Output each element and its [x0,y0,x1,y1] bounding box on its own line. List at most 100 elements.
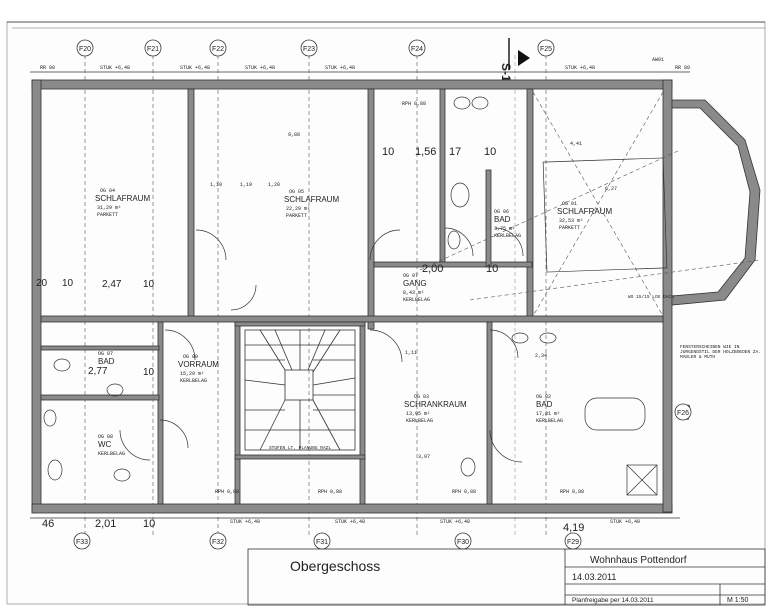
svg-text:10: 10 [143,367,155,378]
svg-text:2,01: 2,01 [95,518,116,530]
stair-note: STUFEN LT. PLANUNG RAZL [269,445,331,451]
room-label: OG 05 SCHLAFRAUM 22,29 m² PARKETT [284,189,339,219]
svg-text:1,20: 1,20 [268,182,280,188]
svg-text:OG 09: OG 09 [183,354,198,360]
svg-text:PARKETT: PARKETT [286,213,307,219]
svg-text:RPH 0,88: RPH 0,88 [215,489,239,495]
axis-marker: F26 [674,403,692,421]
svg-text:4,19: 4,19 [563,522,584,534]
svg-text:F24: F24 [411,46,423,53]
axis-marker: F30 [454,532,472,550]
svg-text:10: 10 [486,263,498,275]
scale: M 1:50 [727,597,749,604]
svg-text:RPH 0,88: RPH 0,88 [560,489,584,495]
svg-text:STUK +6,48: STUK +6,48 [230,519,260,525]
shower-icon [626,464,658,496]
plan-date: 14.03.2011 [572,572,616,582]
svg-text:46: 46 [42,518,54,530]
top-dimension-chain: RR 80 STUK +6,48 STUK +6,48 STUK +6,48 S… [30,57,690,73]
door-swings [119,227,524,463]
svg-text:F32: F32 [212,539,224,546]
notes: WS 15/15 LOG DACH FENSTERSCHEIBEN WIE IN… [215,101,762,495]
svg-text:STUK +6,48: STUK +6,48 [180,65,210,71]
svg-text:AW01: AW01 [652,57,664,63]
svg-text:F23: F23 [303,46,315,53]
axis-marker: F33 [73,532,91,550]
svg-text:3,97: 3,97 [418,454,430,460]
svg-text:BAD: BAD [536,400,553,409]
axis-marker: F24 [408,39,426,57]
svg-text:F25: F25 [540,46,552,53]
svg-text:GANG: GANG [403,279,427,288]
svg-text:KERLBELAG: KERLBELAG [536,418,563,424]
svg-text:10: 10 [382,146,394,158]
interior-walls [40,88,664,505]
toilet-icon [43,409,57,427]
bottom-dimension-chain: STUK +6,48 STUK +6,48 STUK +6,48 STUK +6… [30,517,680,525]
staircase: STUFEN LT. PLANUNG RAZL [244,329,356,451]
svg-text:VORRAUM: VORRAUM [178,360,219,369]
exterior-walls [31,79,761,514]
svg-text:WS 15/15 LOG DACH: WS 15/15 LOG DACH [628,294,674,300]
dimension-labels: 9,88 10 1,56 17 10 4,41 6,27 20 10 2,47 … [36,132,692,534]
svg-text:SCHLAFRAUM: SCHLAFRAUM [95,194,150,203]
room-label: OG 09 VORRAUM 15,29 m² KERLBELAG [178,354,219,384]
room-label: OG 08 WC KERLBELAG [98,434,125,457]
axis-marker: F25 [537,39,555,57]
washbasin-icon [539,332,557,344]
svg-text:RPH 0,88: RPH 0,88 [452,489,476,495]
section-arrow-icon [518,50,530,66]
svg-text:KERLBELAG: KERLBELAG [98,451,125,457]
svg-text:10: 10 [143,279,155,290]
svg-text:STUK +6,48: STUK +6,48 [245,65,275,71]
room-label: OG 06 BAD 3,75 m² KERLBELAG [494,209,521,239]
washbasin-icon [453,96,471,110]
svg-text:8,43 m²: 8,43 m² [403,290,424,296]
svg-text:1,10: 1,10 [210,182,222,188]
svg-text:S-1: S-1 [499,63,513,82]
room-label: OG 04 SCHLAFRAUM 31,29 m² PARKETT [95,188,150,218]
svg-text:OG 03: OG 03 [414,394,429,400]
svg-text:F22: F22 [212,46,224,53]
svg-text:10: 10 [143,518,155,530]
svg-text:BAD: BAD [98,357,115,366]
svg-text:STUK +6,48: STUK +6,48 [335,519,365,525]
project-name: Wohnhaus Pottendorf [590,555,687,566]
svg-text:F33: F33 [76,539,88,546]
svg-text:STUK +6,48: STUK +6,48 [325,65,355,71]
svg-text:1,11: 1,11 [405,350,417,356]
svg-text:F30: F30 [457,539,469,546]
window-note: FENSTERSCHEIBEN WIE IN JURGENDSTIL DER H… [680,345,762,360]
bathtub-icon [584,397,646,431]
title-block: Obergeschoss Wohnhaus Pottendorf 14.03.2… [247,548,766,606]
svg-text:2,34: 2,34 [535,353,547,359]
svg-text:SCHLAFRAUM: SCHLAFRAUM [557,207,612,216]
svg-text:F20: F20 [79,46,91,53]
axis-markers-top: F20 F21 F22 F23 F24 F25 [76,39,555,57]
axis-marker: F22 [209,39,227,57]
sanitary-fixtures [43,96,658,496]
room-label: OG 02 BAD 17,81 m² KERLBELAG [536,394,563,424]
svg-text:2,77: 2,77 [88,366,108,377]
svg-text:STUK +6,48: STUK +6,48 [100,65,130,71]
svg-text:STUK +6,48: STUK +6,48 [565,65,595,71]
svg-text:OG 06: OG 06 [494,209,509,215]
svg-text:F21: F21 [147,46,159,53]
svg-text:6,27: 6,27 [605,186,617,192]
svg-text:STUK +6,48: STUK +6,48 [610,519,640,525]
release-note: Planfreigabe per 14.03.2011 [572,597,654,604]
svg-text:PARKETT: PARKETT [97,212,118,218]
washbasin-icon [53,358,71,372]
svg-text:2,00: 2,00 [422,263,443,275]
svg-text:KERLBELAG: KERLBELAG [494,233,521,239]
svg-text:RPH 0,88: RPH 0,88 [402,101,426,107]
svg-text:32,53 m²: 32,53 m² [559,218,583,224]
washbasin-icon [113,468,131,482]
svg-text:STUK +6,48: STUK +6,48 [440,519,470,525]
svg-text:KERLBELAG: KERLBELAG [180,378,207,384]
svg-text:SCHLAFRAUM: SCHLAFRAUM [284,195,339,204]
svg-text:OG 05: OG 05 [289,189,304,195]
axis-marker: F32 [209,532,227,550]
room-label: OG 03 SCHRANKRAUM 13,05 m² KERLBELAG [404,394,467,424]
svg-text:F31: F31 [316,539,328,546]
